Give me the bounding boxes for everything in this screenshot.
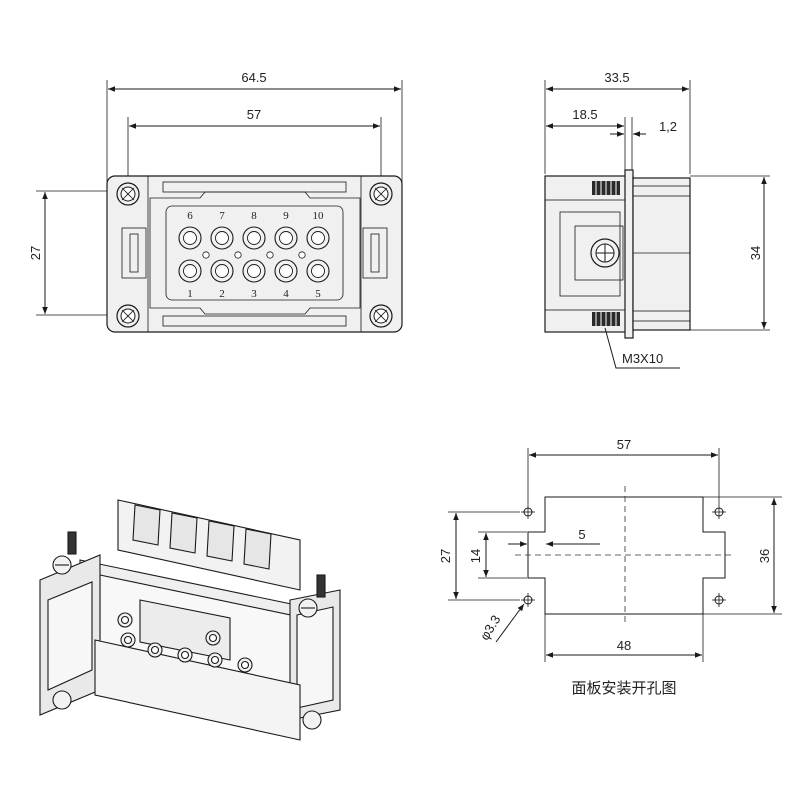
coding-hole — [298, 251, 306, 259]
dim-label-hole-diameter: φ3.3 — [477, 612, 504, 642]
cutout-caption: 面板安装开孔图 — [571, 679, 676, 697]
pin-socket-8 — [247, 231, 261, 245]
mounting-hole-tr — [369, 182, 393, 206]
pin-contacts: 6 7 8 9 10 1 2 3 4 5 — [178, 210, 330, 300]
cutout-hole-tr — [712, 505, 726, 519]
pin-label-1: 1 — [187, 288, 193, 300]
dim-label-64-5: 64.5 — [241, 70, 266, 85]
cutout-hole-br — [712, 593, 726, 607]
dim-label-27-cutout: 27 — [438, 549, 453, 563]
pin-socket-6 — [183, 231, 197, 245]
pin-label-6: 6 — [187, 210, 193, 222]
panel-cutout-view: 57 27 14 5 36 48 φ3.3 — [438, 437, 782, 697]
screw-bottom — [592, 312, 620, 326]
pin-label-4: 4 — [283, 288, 289, 300]
cutout-hole-bl — [521, 593, 535, 607]
screw-label: M3X10 — [622, 351, 663, 366]
pin-socket-10 — [311, 231, 325, 245]
side-view: 33.5 18.5 1,2 34 — [544, 70, 770, 369]
pin-socket-4 — [279, 264, 293, 278]
dim-label-1-2: 1,2 — [659, 119, 677, 134]
coding-hole — [266, 251, 274, 259]
pin-label-5: 5 — [315, 288, 321, 300]
cutout-hole-tl — [521, 505, 535, 519]
pin-label-10: 10 — [313, 210, 325, 222]
pin-socket-1 — [183, 264, 197, 278]
pin-socket-7 — [215, 231, 229, 245]
mounting-hole-br — [369, 304, 393, 328]
dim-label-34: 34 — [748, 246, 763, 260]
pin-label-2: 2 — [219, 288, 225, 300]
dim-label-5: 5 — [578, 527, 585, 542]
pin-socket-5 — [311, 264, 325, 278]
coding-hole — [202, 251, 210, 259]
dim-label-36: 36 — [757, 549, 772, 563]
pin-socket-3 — [247, 264, 261, 278]
dim-label-57-cutout: 57 — [617, 437, 631, 452]
pin-label-8: 8 — [251, 210, 257, 222]
dim-label-18-5: 18.5 — [572, 107, 597, 122]
dim-label-57: 57 — [247, 107, 261, 122]
dim-label-14: 14 — [468, 549, 483, 563]
pin-label-7: 7 — [219, 210, 225, 222]
cutout-outline — [527, 496, 726, 615]
pin-label-9: 9 — [283, 210, 289, 222]
screw-top — [592, 181, 620, 195]
coding-hole — [234, 251, 242, 259]
mounting-hole-bl — [116, 304, 140, 328]
pin-socket-9 — [279, 231, 293, 245]
dim-label-48: 48 — [617, 638, 631, 653]
pin-label-3: 3 — [251, 288, 257, 300]
mounting-hole-tl — [116, 182, 140, 206]
pin-socket-2 — [215, 264, 229, 278]
dim-label-33-5: 33.5 — [604, 70, 629, 85]
isometric-view — [39, 499, 341, 741]
dim-label-27: 27 — [28, 246, 43, 260]
front-view: 64.5 57 27 6 7 8 9 10 1 2 3 4 5 — [28, 70, 403, 333]
